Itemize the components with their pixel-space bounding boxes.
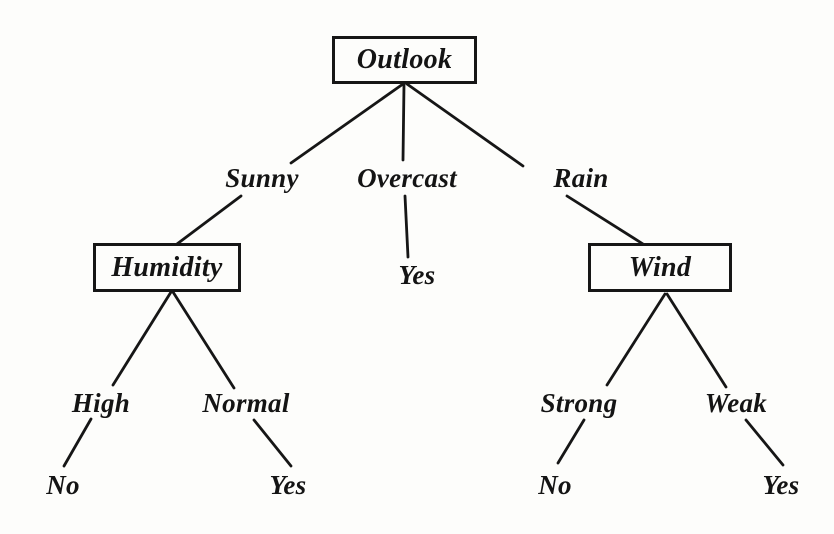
decision-node-wind: Wind xyxy=(588,243,732,292)
edge-line-outlook-overcast-upper xyxy=(401,82,406,162)
edge-line-overcast-yes-lower xyxy=(403,194,410,259)
leaf-label-normal-yes: Yes xyxy=(269,470,307,500)
decision-node-humidity-label: Humidity xyxy=(111,251,223,283)
edge-label-high: High xyxy=(71,388,131,418)
edge-line-outlook-rain-upper xyxy=(405,82,525,168)
edge-label-strong: Strong xyxy=(540,388,618,418)
edge-label-normal: Normal xyxy=(202,388,290,418)
decision-node-humidity: Humidity xyxy=(93,243,241,292)
leaf-label-high-no: No xyxy=(46,470,80,500)
edge-line-rain-wind-lower xyxy=(565,194,645,246)
leaf-label-weak-yes: Yes xyxy=(762,470,800,500)
edge-line-weak-yes-lower xyxy=(744,418,785,467)
edge-label-sunny: Sunny xyxy=(225,163,299,193)
edge-label-weak: Weak xyxy=(704,388,768,418)
decision-node-outlook-label: Outlook xyxy=(356,44,453,75)
edge-line-high-no-lower xyxy=(62,417,93,468)
edge-line-sunny-humidity-lower xyxy=(175,194,243,246)
edge-line-humidity-normal-upper xyxy=(171,290,236,390)
edge-line-strong-no-lower xyxy=(556,418,586,465)
edge-label-rain: Rain xyxy=(553,163,609,193)
leaf-label-strong-no: No xyxy=(538,470,572,500)
leaf-label-overcast-yes: Yes xyxy=(398,260,436,290)
edge-line-outlook-sunny-upper xyxy=(289,82,405,165)
edge-line-wind-weak-upper xyxy=(665,292,728,389)
decision-node-outlook: Outlook xyxy=(332,36,477,84)
edge-line-humidity-high-upper xyxy=(111,290,173,387)
decision-node-wind-label: Wind xyxy=(628,251,692,283)
edge-line-wind-strong-upper xyxy=(605,292,667,387)
edge-line-normal-yes-lower xyxy=(252,418,293,468)
edge-label-overcast: Overcast xyxy=(357,163,457,193)
